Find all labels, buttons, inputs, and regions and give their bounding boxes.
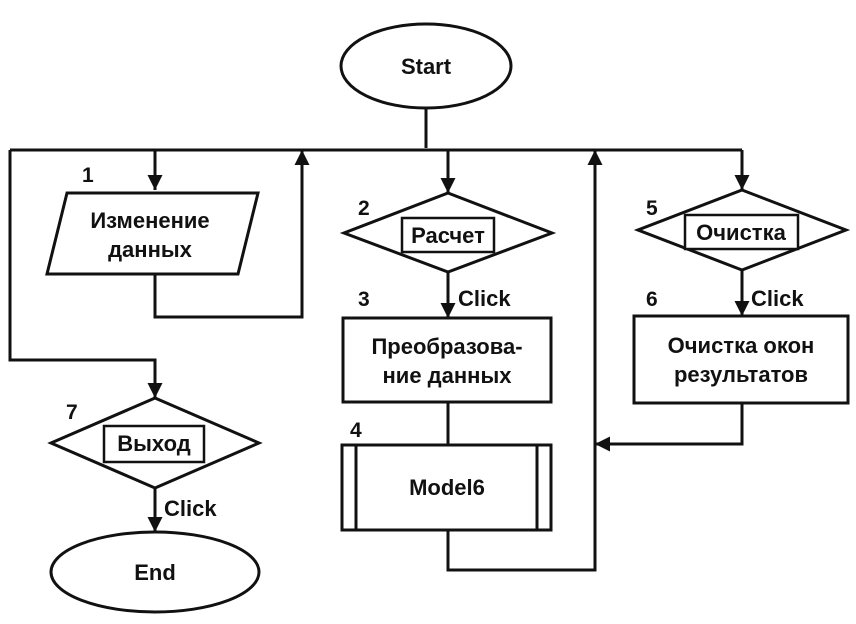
start-label: Start: [401, 54, 452, 79]
node-2-calc-decision: 2 Расчет: [339, 191, 557, 274]
clear-button: [683, 213, 800, 251]
start-node: Start: [339, 22, 513, 110]
node-6-label-line2: результатов: [674, 362, 808, 387]
node-4-number: 4: [350, 419, 362, 442]
end-node: End: [49, 530, 261, 614]
connectors: [8, 108, 750, 572]
node-3-data-transform: 3 Click Преобразова- ние данных: [341, 286, 553, 404]
exit-button: [102, 424, 206, 464]
calc-button: [400, 216, 496, 254]
node-4-label: Model6: [409, 475, 485, 500]
node-1-label-line2: данных: [108, 237, 193, 262]
node-3-number: 3: [358, 288, 370, 311]
node-1-data-change: 1 Изменение данных: [45, 164, 260, 276]
node-1-label-line1: Изменение: [90, 208, 209, 233]
node-3-label-line2: ние данных: [383, 363, 513, 388]
clear-button-label: Очистка: [696, 220, 786, 245]
node-1-number: 1: [82, 164, 94, 187]
node-2-number: 2: [358, 197, 370, 220]
edge-n4-return: [446, 150, 603, 572]
node-7-number: 7: [66, 401, 78, 424]
click-label-exit: Click: [164, 496, 217, 521]
node-6-clear-results: 6 Click Очистка окон результатов: [632, 286, 850, 405]
edge-n6-return: [595, 403, 744, 452]
calc-button-label: Расчет: [411, 223, 485, 248]
node-3-label-line1: Преобразова-: [371, 334, 522, 359]
click-label-calc: Click: [458, 286, 511, 311]
node-5-clear-decision: 5 Очистка: [633, 188, 851, 272]
node-6-label-line1: Очистка окон: [668, 333, 815, 358]
click-label-clear: Click: [751, 286, 804, 311]
node-6-number: 6: [646, 288, 658, 311]
exit-button-label: Выход: [117, 431, 191, 456]
node-7-exit-decision: 7 Выход Click: [47, 396, 263, 521]
edge-n1-return: [153, 150, 310, 319]
edge-bus-to-n7: [8, 150, 163, 398]
node-4-model6-process: 4 Model6: [340, 419, 553, 532]
end-label: End: [134, 560, 176, 585]
node-5-number: 5: [646, 197, 658, 220]
